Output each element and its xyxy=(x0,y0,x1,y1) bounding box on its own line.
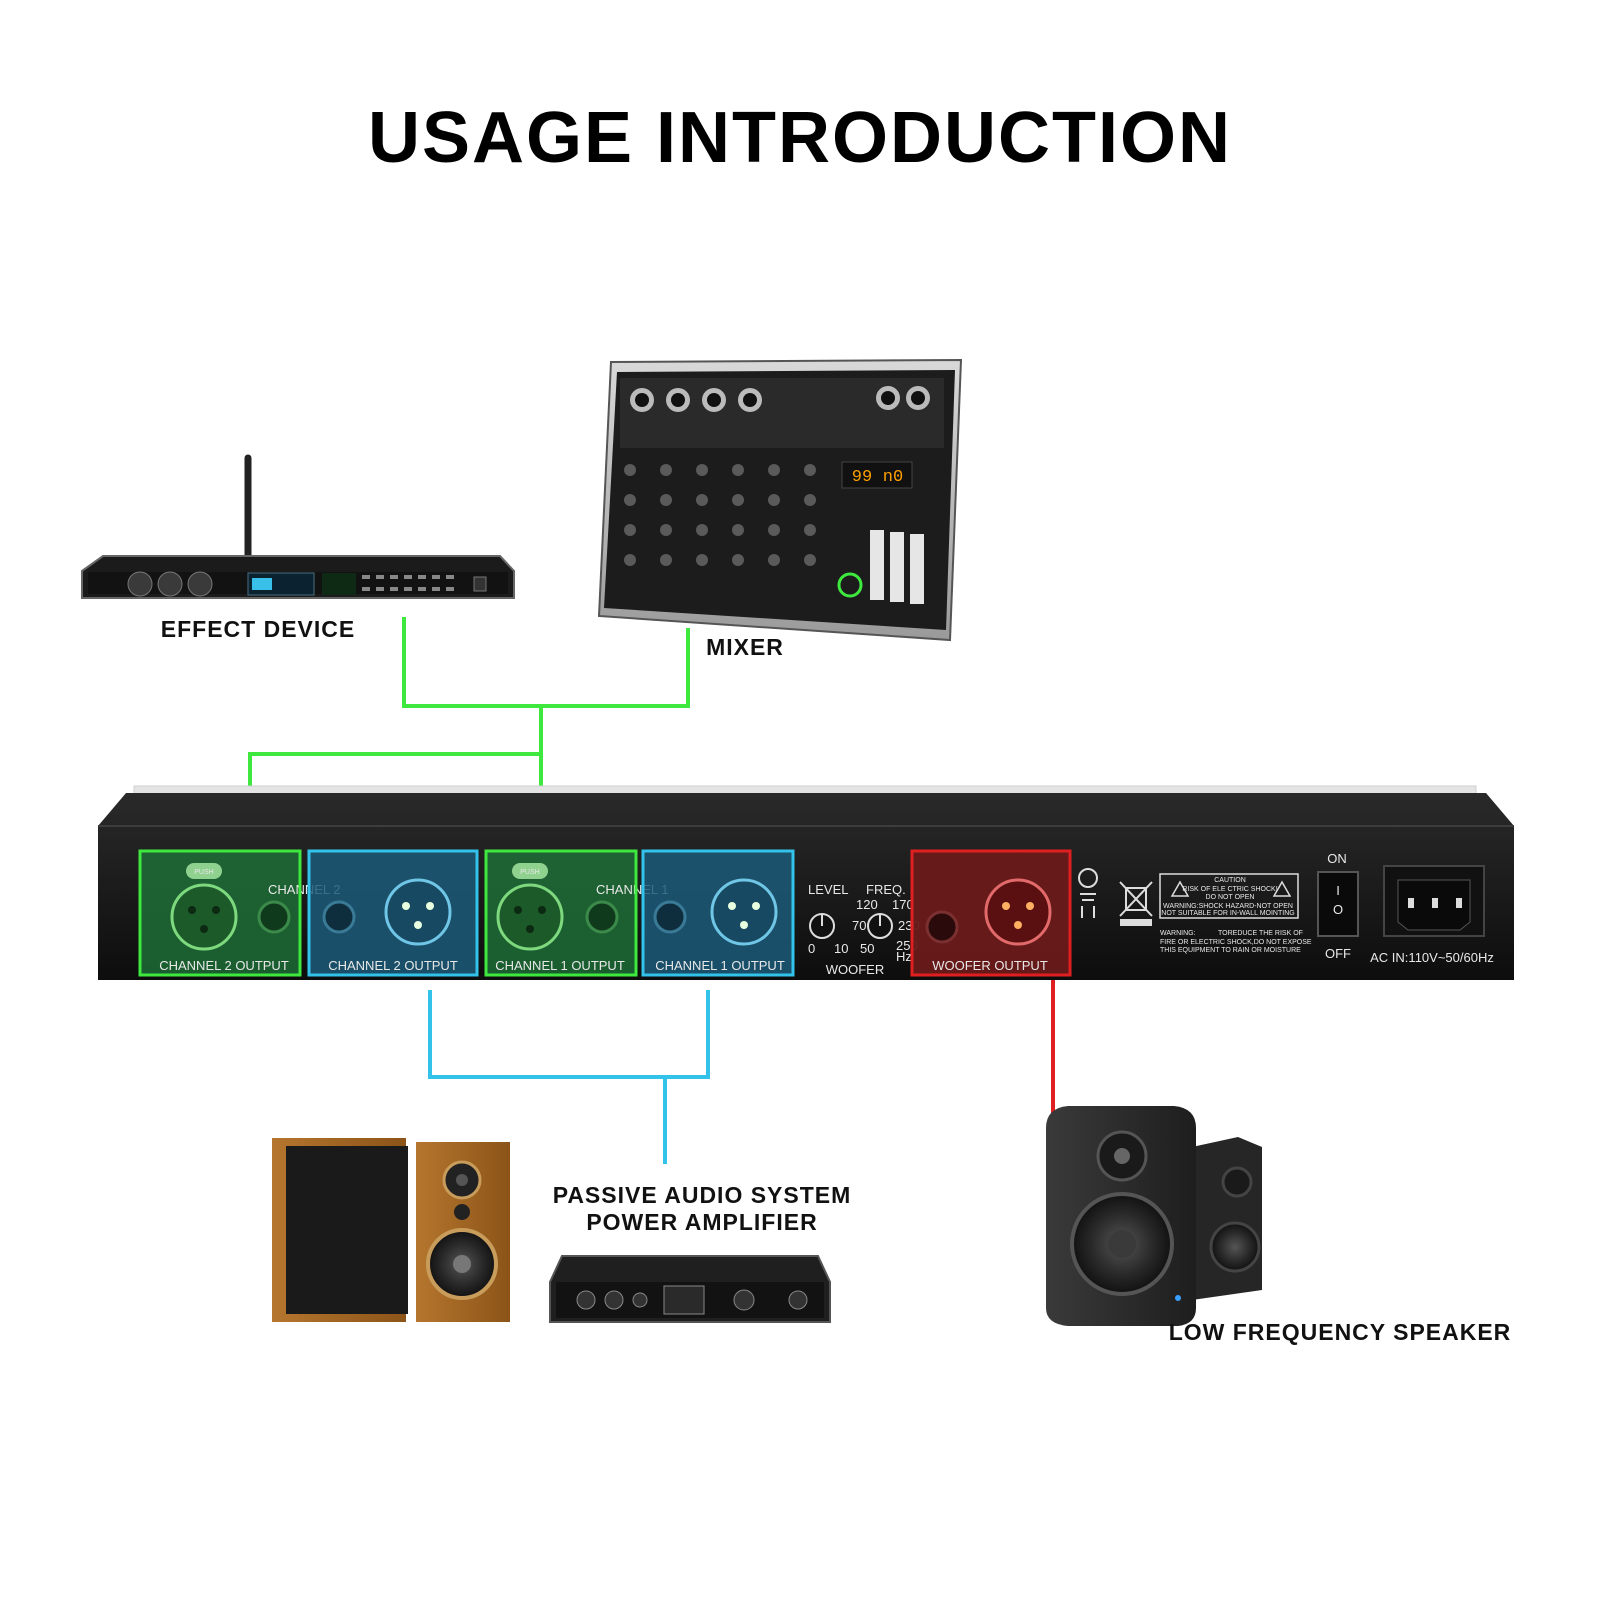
xlr-female-icon xyxy=(170,883,238,951)
level-label: LEVEL xyxy=(808,882,848,897)
mixer-display-left: 99 xyxy=(852,468,872,487)
channel2-output-block: CHANNEL 2 OUTPUT xyxy=(309,851,477,975)
channel2-output-label-b: CHANNEL 2 OUTPUT xyxy=(328,958,458,973)
low-frequency-speaker-image xyxy=(1046,1106,1262,1326)
jack-icon xyxy=(925,910,959,944)
channel2-input-box xyxy=(138,849,302,977)
channel2-input-block: PUSH CHANNEL 2 CHANNEL 2 OUTPUT xyxy=(140,851,340,975)
ac-in-label: AC IN:110V~50/60Hz xyxy=(1370,950,1494,965)
warning-heading: WARNING: xyxy=(1160,930,1196,937)
power-led-icon xyxy=(1175,1295,1181,1301)
woofer-controls: LEVEL FREQ. 0 10 120 170 70 230 50 250 H… xyxy=(808,882,920,977)
rocker-switch-icon[interactable] xyxy=(1317,871,1359,937)
passive-speakers-image xyxy=(272,1138,510,1322)
switch-o-label: O xyxy=(1333,902,1343,917)
mixer-label: MIXER xyxy=(706,634,784,660)
channel1-input-block: PUSH CHANNEL 1 CHANNEL 1 OUTPUT xyxy=(486,851,668,975)
ac-inlet: AC IN:110V~50/60Hz xyxy=(1370,865,1494,965)
mixer-display-right: n0 xyxy=(883,468,903,487)
freq-50-label: 50 xyxy=(860,941,874,956)
power-amplifier-label: POWER AMPLIFIER xyxy=(586,1209,817,1235)
mixer-image: 99 n0 xyxy=(597,358,963,642)
freq-120-label: 120 xyxy=(856,897,878,912)
push-tab xyxy=(512,863,548,879)
caution-line1: RISK OF ELE CTRIC SHOCK! xyxy=(1182,886,1277,893)
channel1-output-block: CHANNEL 1 OUTPUT xyxy=(643,851,793,975)
output-line-fullrange xyxy=(428,990,710,1079)
low-frequency-speaker-label: LOW FREQUENCY SPEAKER xyxy=(1169,1319,1512,1345)
level-max-label: 10 xyxy=(834,941,848,956)
hz-label: Hz xyxy=(896,949,912,964)
channel1-output-label-a: CHANNEL 1 OUTPUT xyxy=(495,958,625,973)
warning-line1: WARNING:SHOCK HAZARD-NOT OPEN xyxy=(1163,903,1293,910)
channel1-output-box xyxy=(641,849,795,977)
warning-triangle-icon xyxy=(1170,880,1190,897)
passive-system-label: PASSIVE AUDIO SYSTEM xyxy=(553,1182,852,1208)
level-min-label: 0 xyxy=(808,941,815,956)
push-label: PUSH xyxy=(520,869,539,876)
woofer-output-label: WOOFER OUTPUT xyxy=(932,958,1048,973)
warning-line2: NOT SUITABLE FOR IN-WALL MOINTING xyxy=(1161,910,1294,917)
jack-icon xyxy=(322,900,356,934)
mixer-power-icon xyxy=(837,572,863,598)
warning-line4: FIRE OR ELECTRIC SHOCK,DO NOT EXPOSE xyxy=(1160,939,1312,946)
input-line-sources xyxy=(402,617,690,708)
xlr-male-icon xyxy=(384,878,452,946)
freq-170-label: 170 xyxy=(892,897,914,912)
jack-icon xyxy=(653,900,687,934)
channel1-input-box xyxy=(484,849,638,977)
page-title: USAGE INTRODUCTION xyxy=(368,98,1232,178)
channel2-output-label-a: CHANNEL 2 OUTPUT xyxy=(159,958,289,973)
warning-triangle-icon xyxy=(1272,880,1292,897)
channel2-output-box xyxy=(307,849,479,977)
caution-box xyxy=(1159,873,1299,919)
caution-line2: DO NOT OPEN xyxy=(1206,894,1255,901)
push-tab xyxy=(186,863,222,879)
off-label: OFF xyxy=(1325,946,1351,961)
freq-70-label: 70 xyxy=(852,918,866,933)
xlr-male-icon xyxy=(984,878,1052,946)
caution-title: CAUTION xyxy=(1214,877,1246,884)
weee-bin-icon xyxy=(1119,881,1153,926)
jack-icon xyxy=(585,900,619,934)
ground-symbol-icon xyxy=(1078,868,1098,918)
push-label: PUSH xyxy=(194,869,213,876)
jack-icon xyxy=(257,900,291,934)
xlr-male-icon xyxy=(710,878,778,946)
freq-label: FREQ. xyxy=(866,882,906,897)
woofer-output-block: WOOFER OUTPUT xyxy=(912,851,1070,975)
woofer-output-box xyxy=(910,849,1072,977)
switch-i-label: I xyxy=(1336,883,1340,898)
on-label: ON xyxy=(1327,851,1347,866)
power-switch[interactable]: ON I O OFF xyxy=(1317,851,1359,961)
effect-device-image xyxy=(81,454,515,599)
warning-line3: TOREDUCE THE RISK OF xyxy=(1218,930,1303,937)
channel1-output-label-b: CHANNEL 1 OUTPUT xyxy=(655,958,785,973)
safety-markings: CAUTION RISK OF ELE CTRIC SHOCK! DO NOT … xyxy=(1078,868,1312,954)
effect-device-label: EFFECT DEVICE xyxy=(161,616,355,642)
woofer-label: WOOFER xyxy=(826,962,885,977)
warning-line5: THIS EQUIPMENT TO RAIN OR MOISTURE xyxy=(1160,947,1301,954)
xlr-female-icon xyxy=(496,883,564,951)
power-amplifier-image xyxy=(549,1255,831,1323)
